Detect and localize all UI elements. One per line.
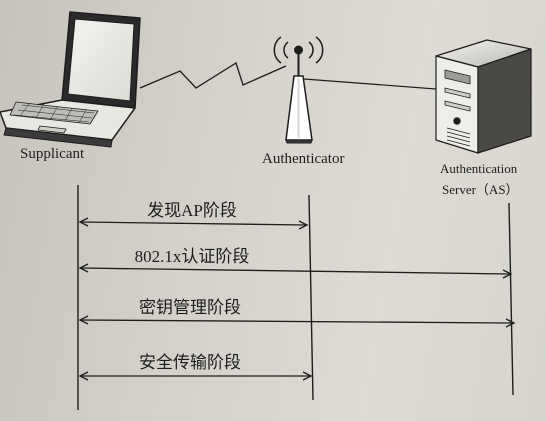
- phase-label-2: 802.1x认证阶段: [134, 247, 250, 266]
- laptop-icon: [0, 11, 141, 148]
- phase-arrow-3: [78, 315, 516, 328]
- authenticator-lifeline: [308, 194, 314, 401]
- phase-label-1: 发现AP阶段: [147, 201, 237, 220]
- supplicant-label: Supplicant: [20, 146, 85, 162]
- phase-arrow-2: [78, 263, 513, 279]
- server-label-line2: Server（AS）: [442, 182, 519, 197]
- phase-label-3: 密钥管理阶段: [139, 298, 241, 317]
- server-label-line1: Authentication: [440, 161, 518, 176]
- authenticator-label: Authenticator: [262, 151, 345, 167]
- phase-arrow-1: [78, 217, 309, 230]
- phase-arrow-4: [78, 371, 313, 381]
- lightning-wireless-link-icon: [139, 62, 287, 89]
- wireless-access-point-icon: [273, 36, 324, 144]
- authenticator-server-link: [303, 78, 437, 90]
- server-lifeline: [508, 202, 514, 396]
- phase-label-4: 安全传输阶段: [139, 353, 241, 372]
- server-tower-icon: [435, 39, 532, 154]
